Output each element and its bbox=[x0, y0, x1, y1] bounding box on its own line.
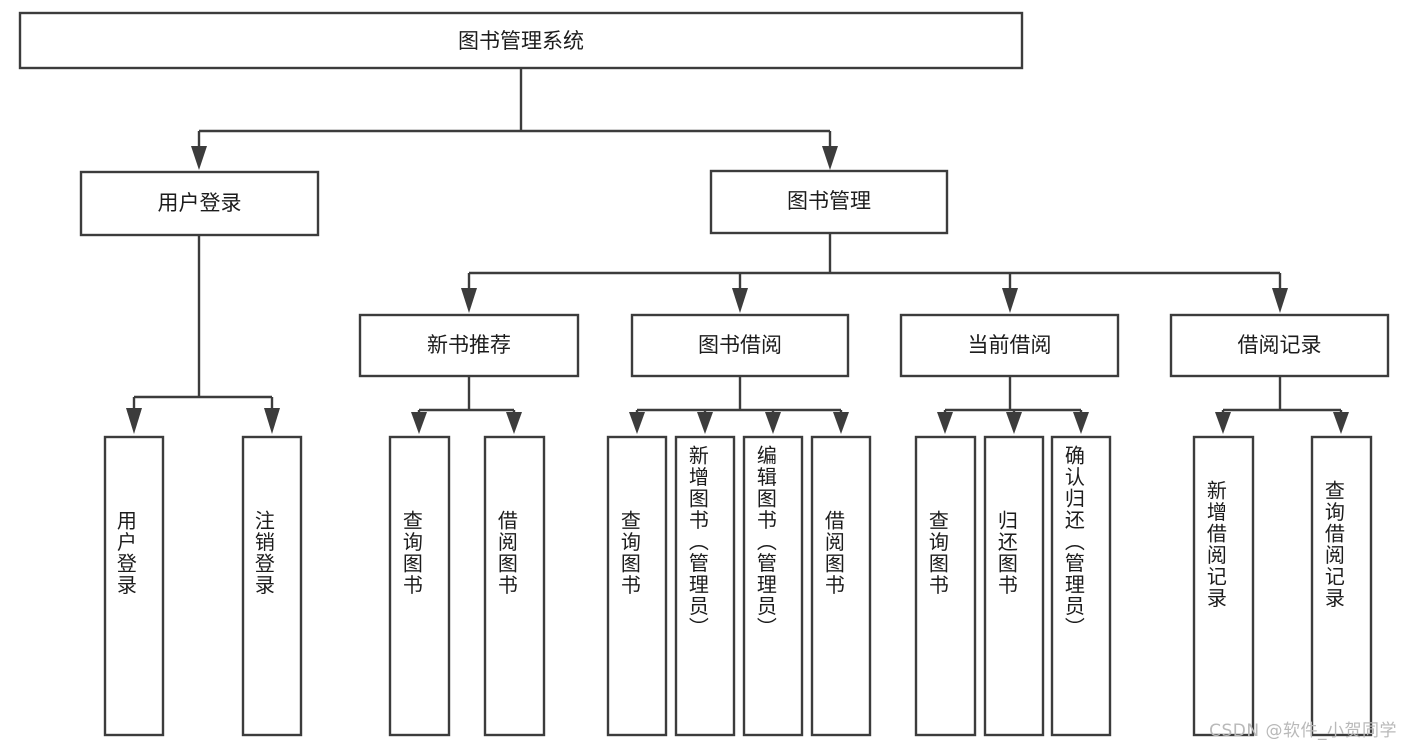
leaf-box-confirm-return-admin[interactable] bbox=[1050, 435, 1112, 737]
arrow-newbook-leaf-1 bbox=[411, 412, 427, 434]
leaf-box-query-books-borrow[interactable] bbox=[606, 435, 668, 737]
node-user-login[interactable]: 用户登录 bbox=[79, 170, 320, 237]
node-new-book-recommendation-box[interactable] bbox=[358, 313, 580, 378]
connector-group-borrowrecord-to-leaves bbox=[1215, 376, 1349, 434]
node-book-borrowing-box[interactable] bbox=[630, 313, 850, 378]
arrow-borrowrecord-leaf-1 bbox=[1215, 412, 1231, 434]
connector-group-newbook-to-leaves bbox=[411, 376, 522, 434]
leaf-box-query-books-newbook[interactable] bbox=[388, 435, 451, 737]
node-user-login-box[interactable] bbox=[79, 170, 320, 237]
node-book-borrowing-label: 图书借阅 bbox=[698, 333, 782, 357]
arrow-bookborrow-leaf-2 bbox=[697, 412, 713, 434]
node-borrowing-records-box[interactable] bbox=[1169, 313, 1390, 378]
node-root-label: 图书管理系统 bbox=[458, 29, 584, 53]
arrow-bookborrow-leaf-3 bbox=[765, 412, 781, 434]
arrow-currentborrow-leaf-1 bbox=[937, 412, 953, 434]
leaf-node-boxes bbox=[103, 435, 1373, 737]
connector-group-userlogin-to-leaves bbox=[126, 235, 280, 434]
csdn-watermark: CSDN @软件_小贺同学 bbox=[1209, 721, 1397, 741]
arrow-currentborrow-leaf-3 bbox=[1073, 412, 1089, 434]
arrow-to-user-login bbox=[191, 146, 207, 170]
arrow-bookborrow-leaf-4 bbox=[833, 412, 849, 434]
arrow-to-new-book bbox=[461, 288, 477, 313]
node-new-book-recommendation[interactable]: 新书推荐 bbox=[358, 313, 580, 378]
leaf-box-borrow-books[interactable] bbox=[810, 435, 872, 737]
leaf-box-user-login[interactable] bbox=[103, 435, 165, 737]
node-user-login-label: 用户登录 bbox=[158, 191, 242, 215]
leaf-box-add-borrow-record[interactable] bbox=[1192, 435, 1255, 737]
leaf-box-borrow-books-newbook[interactable] bbox=[483, 435, 546, 737]
arrow-to-book-manage bbox=[822, 146, 838, 170]
node-borrowing-records-label: 借阅记录 bbox=[1238, 333, 1322, 357]
arrow-userlogin-leaf-2 bbox=[264, 408, 280, 434]
arrow-to-borrow-record bbox=[1272, 288, 1288, 313]
node-root-box[interactable] bbox=[18, 11, 1024, 70]
leaf-box-add-book-admin[interactable] bbox=[674, 435, 736, 737]
connector-group-bookborrow-to-leaves bbox=[629, 376, 849, 434]
arrow-to-book-borrow bbox=[732, 288, 748, 313]
node-current-borrowing-box[interactable] bbox=[899, 313, 1120, 378]
arrow-borrowrecord-leaf-2 bbox=[1333, 412, 1349, 434]
node-book-management-label: 图书管理 bbox=[787, 189, 871, 213]
node-book-management-box[interactable] bbox=[709, 169, 949, 235]
node-current-borrowing-label: 当前借阅 bbox=[968, 333, 1052, 357]
leaf-box-query-borrow-record[interactable] bbox=[1310, 435, 1373, 737]
arrow-bookborrow-leaf-1 bbox=[629, 412, 645, 434]
arrow-currentborrow-leaf-2 bbox=[1006, 412, 1022, 434]
connector-group-bookmanage-to-level3 bbox=[461, 233, 1288, 313]
connector-group-root-to-level2 bbox=[191, 68, 838, 170]
leaf-box-edit-book-admin[interactable] bbox=[742, 435, 804, 737]
node-book-borrowing[interactable]: 图书借阅 bbox=[630, 313, 850, 378]
arrow-userlogin-leaf-1 bbox=[126, 408, 142, 434]
leaf-box-logout[interactable] bbox=[241, 435, 303, 737]
node-borrowing-records[interactable]: 借阅记录 bbox=[1169, 313, 1390, 378]
connector-group-currentborrow-to-leaves bbox=[937, 376, 1089, 434]
leaf-box-return-books[interactable] bbox=[983, 435, 1045, 737]
arrow-to-current-borrow bbox=[1002, 288, 1018, 313]
node-current-borrowing[interactable]: 当前借阅 bbox=[899, 313, 1120, 378]
leaf-box-query-books-current[interactable] bbox=[914, 435, 977, 737]
node-new-book-recommendation-label: 新书推荐 bbox=[427, 333, 511, 357]
node-book-management[interactable]: 图书管理 bbox=[709, 169, 949, 235]
node-root-book-management-system[interactable]: 图书管理系统 bbox=[18, 11, 1024, 70]
arrow-newbook-leaf-2 bbox=[506, 412, 522, 434]
